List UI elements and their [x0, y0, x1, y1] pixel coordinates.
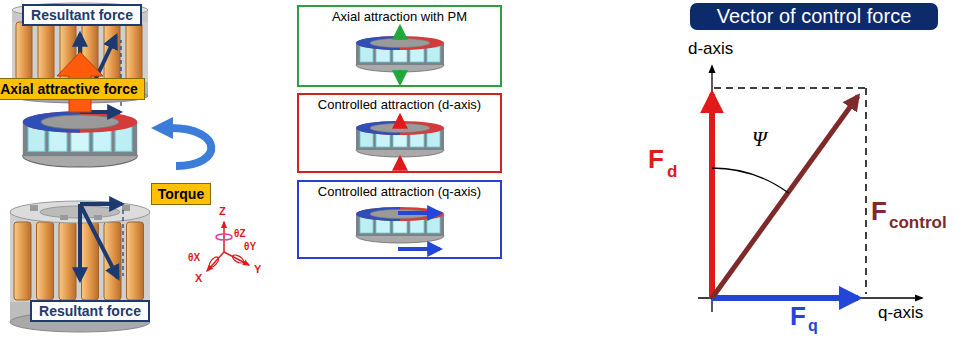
rotation-label: θY	[244, 242, 256, 253]
illustration-part	[38, 22, 54, 80]
illustration-part	[712, 96, 858, 298]
illustration-part	[126, 22, 142, 80]
force-label-box: Resultant force	[30, 300, 150, 322]
mode-panel: Axial attraction with PM	[297, 5, 502, 87]
force-subscript: d	[667, 163, 677, 181]
illustration-part	[398, 27, 402, 40]
illustration-part	[16, 22, 32, 80]
illustration-part	[30, 205, 38, 211]
axis-label: d-axis	[688, 40, 733, 58]
illustration-part	[356, 207, 444, 243]
axis-label: X	[195, 273, 202, 285]
illustration-part	[712, 168, 789, 193]
illustration-part	[711, 66, 712, 312]
pm-attraction-figure	[356, 27, 444, 83]
force-label-box: Resultant force	[22, 4, 142, 26]
illustration-part	[398, 70, 402, 83]
illustration-part	[104, 22, 120, 80]
illustration-part	[231, 253, 244, 264]
lower-stator	[10, 201, 150, 332]
callout-box: Axial attractive force	[0, 78, 145, 100]
node-text: Controlled attraction (q-axis)	[316, 184, 483, 199]
force-subscript: control	[889, 214, 947, 232]
force-symbol: F	[790, 303, 806, 330]
illustration-part	[208, 255, 220, 268]
illustration-part	[698, 297, 922, 298]
rotor	[23, 111, 137, 167]
illustration-part	[714, 87, 866, 89]
illustration-part	[398, 247, 440, 251]
illustration-part	[80, 204, 118, 278]
torque-arrow	[151, 117, 211, 166]
illustration-part	[207, 252, 224, 271]
q-axis-attraction-figure	[356, 207, 444, 249]
illustration-part	[216, 234, 232, 240]
illustration-part	[223, 222, 225, 252]
illustration-part	[712, 295, 858, 301]
illustration-part	[224, 252, 249, 265]
illustration-part	[37, 222, 54, 300]
illustration-part	[170, 128, 211, 166]
illustration-part	[865, 88, 867, 294]
d-axis-attraction-figure	[356, 116, 444, 169]
title-banner: Vector of control force	[690, 3, 938, 30]
illustration-part	[398, 116, 402, 127]
force-symbol: F	[648, 146, 664, 173]
illustration-part	[151, 117, 173, 139]
illustration-part	[10, 300, 150, 322]
illustration-part	[94, 215, 102, 220]
illustration-part	[80, 202, 122, 206]
illustration-part	[78, 204, 82, 280]
node-text: Torque	[158, 186, 204, 202]
axis-label: Y	[254, 264, 261, 276]
axis-label: q-axis	[878, 304, 923, 322]
node-text: Controlled attraction (d-axis)	[316, 97, 483, 112]
mode-panel: Controlled attraction (q-axis)	[297, 180, 502, 259]
illustration-part	[104, 222, 121, 300]
vector-diagram	[698, 66, 922, 312]
illustration-part	[398, 211, 440, 215]
rotation-label: θX	[188, 253, 200, 264]
force-symbol: F	[871, 198, 887, 225]
illustration-part	[127, 222, 144, 300]
illustration-part	[398, 158, 402, 169]
node-text: Vector of control force	[717, 3, 912, 30]
rotation-label: θZ	[234, 229, 246, 240]
node-text: Resultant force	[39, 303, 141, 319]
mode-panel: Controlled attraction (d-axis)	[297, 93, 502, 173]
node-text: Axial attraction with PM	[330, 9, 469, 24]
node-text: Axial attractive force	[0, 81, 138, 97]
illustration-part	[60, 215, 68, 220]
illustration-part	[122, 210, 123, 276]
illustration-part	[709, 94, 715, 298]
force-subscript: q	[808, 318, 818, 335]
illustration-part	[356, 36, 444, 72]
callout-box: Torque	[151, 183, 211, 205]
angle-symbol: Ψ	[752, 128, 767, 150]
illustration-part	[14, 222, 31, 300]
coordinate-axes	[207, 222, 249, 271]
illustration-part	[59, 222, 76, 300]
axis-label: Z	[219, 206, 226, 218]
node-text: Resultant force	[31, 7, 133, 23]
